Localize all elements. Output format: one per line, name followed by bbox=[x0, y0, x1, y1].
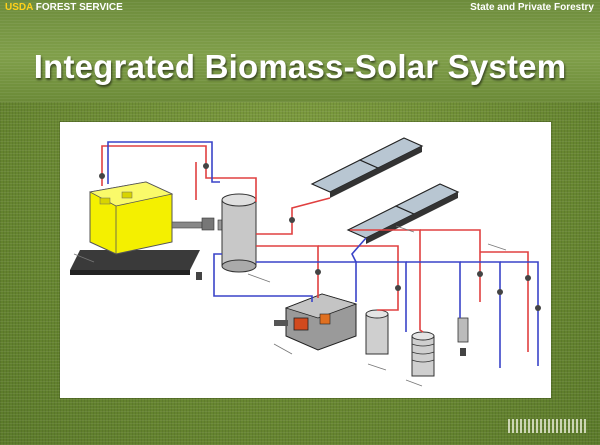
biomass-generator bbox=[70, 181, 229, 275]
cold-water-piping bbox=[107, 141, 539, 368]
agency-header: USDA FOREST SERVICE bbox=[5, 2, 123, 13]
slide-title: Integrated Biomass-Solar System bbox=[33, 48, 567, 85]
title-banner bbox=[0, 0, 600, 102]
watermark-stamp bbox=[508, 419, 586, 433]
agency-forest-service: FOREST SERVICE bbox=[32, 2, 123, 13]
system-diagram bbox=[70, 137, 541, 387]
valves-and-pumps bbox=[99, 163, 541, 356]
callout-marks bbox=[73, 225, 507, 387]
thermal-storage-tank bbox=[221, 193, 257, 273]
solar-collector-array bbox=[310, 137, 460, 244]
section-header: State and Private Forestry bbox=[470, 2, 594, 13]
buffer-tanks bbox=[365, 309, 469, 377]
biomass-boiler bbox=[274, 293, 358, 351]
diagram-panel bbox=[60, 122, 551, 398]
agency-usda: USDA bbox=[5, 2, 33, 13]
